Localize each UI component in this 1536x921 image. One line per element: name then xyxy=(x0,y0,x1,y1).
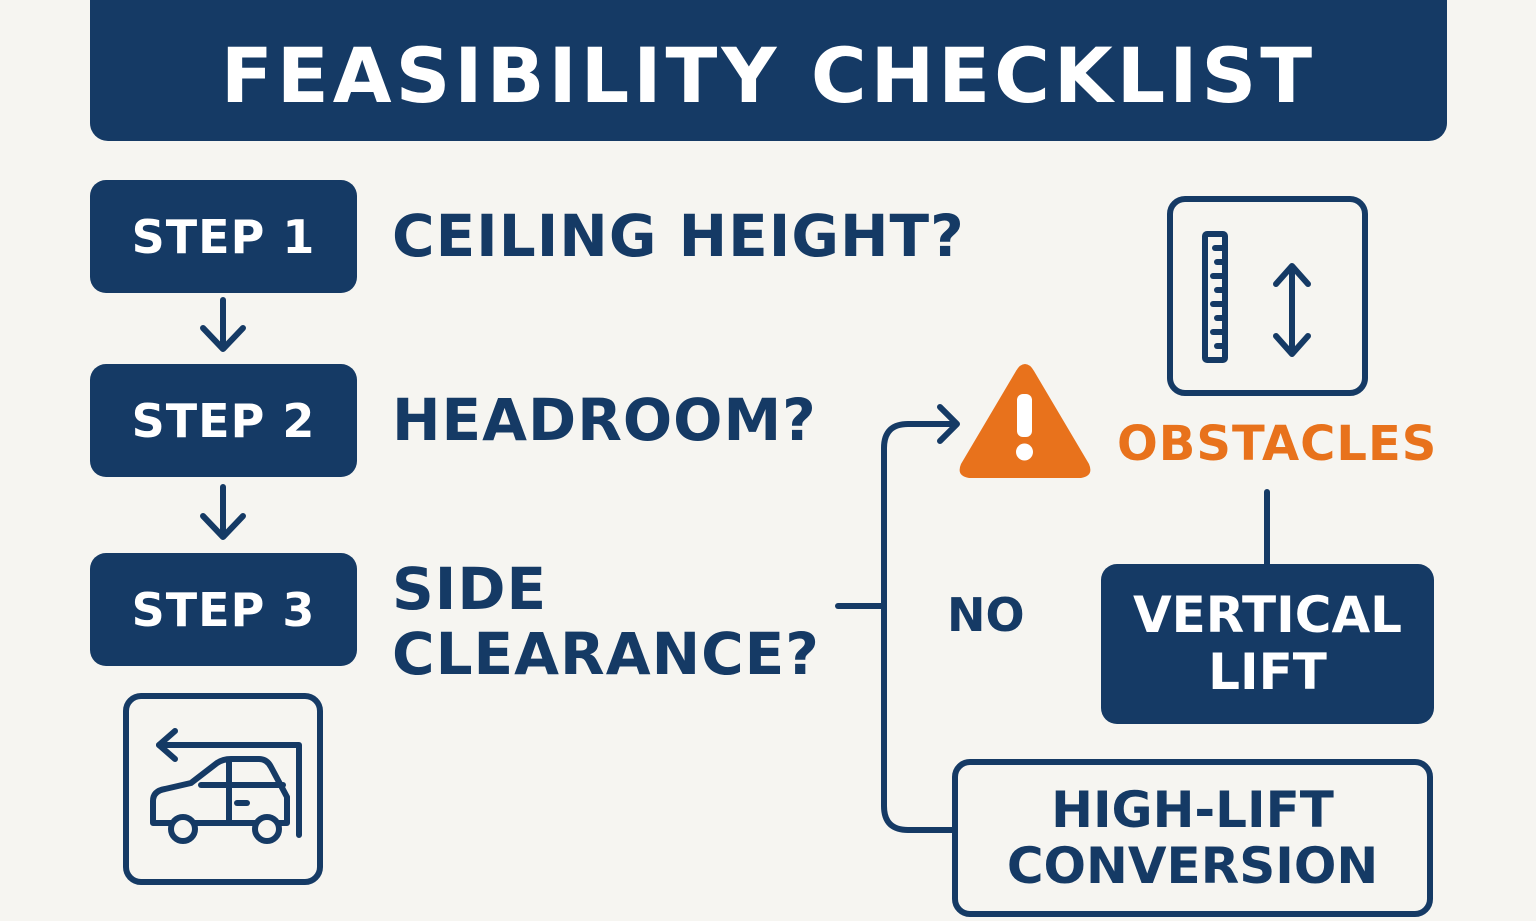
high-lift-line-2: CONVERSION xyxy=(1006,837,1379,895)
step-3-question: SIDE CLEARANCE? xyxy=(392,557,820,687)
branch-connector xyxy=(835,404,960,833)
vertical-lift-line-2: LIFT xyxy=(1208,643,1327,701)
step-1-question-line-1: CEILING HEIGHT? xyxy=(392,202,965,270)
step-3-badge: STEP 3 xyxy=(90,553,357,666)
arrow-step1-to-step2 xyxy=(200,297,246,352)
step-1-question: CEILING HEIGHT? xyxy=(392,204,965,269)
warning-triangle-icon xyxy=(959,364,1091,478)
step-3-question-line-2: CLEARANCE? xyxy=(392,619,820,688)
high-lift-conversion-box: HIGH-LIFT CONVERSION xyxy=(952,759,1433,917)
van-side-clearance-icon xyxy=(123,693,323,885)
obstacles-label: OBSTACLES xyxy=(1117,416,1438,472)
step-3-question-line-1: SIDE xyxy=(392,555,548,623)
step-2-badge: STEP 2 xyxy=(90,364,357,477)
page-title: FEASIBILITY CHECKLIST xyxy=(220,30,1317,120)
title-banner: FEASIBILITY CHECKLIST xyxy=(90,0,1447,141)
high-lift-line-1: HIGH-LIFT xyxy=(1051,781,1334,839)
step-2-question: HEADROOM? xyxy=(392,388,817,453)
step-1-badge: STEP 1 xyxy=(90,180,357,293)
vertical-lift-line-1: VERTICAL xyxy=(1132,585,1403,644)
step-2-label: STEP 2 xyxy=(131,393,316,448)
step-2-question-line-1: HEADROOM? xyxy=(392,386,817,454)
step-1-label: STEP 1 xyxy=(131,209,316,264)
arrow-step2-to-step3 xyxy=(200,484,246,540)
step-3-label: STEP 3 xyxy=(131,582,316,637)
vertical-lift-box: VERTICAL LIFT xyxy=(1101,564,1434,724)
no-label: NO xyxy=(947,588,1025,642)
ruler-vertical-arrow-icon xyxy=(1167,196,1368,396)
